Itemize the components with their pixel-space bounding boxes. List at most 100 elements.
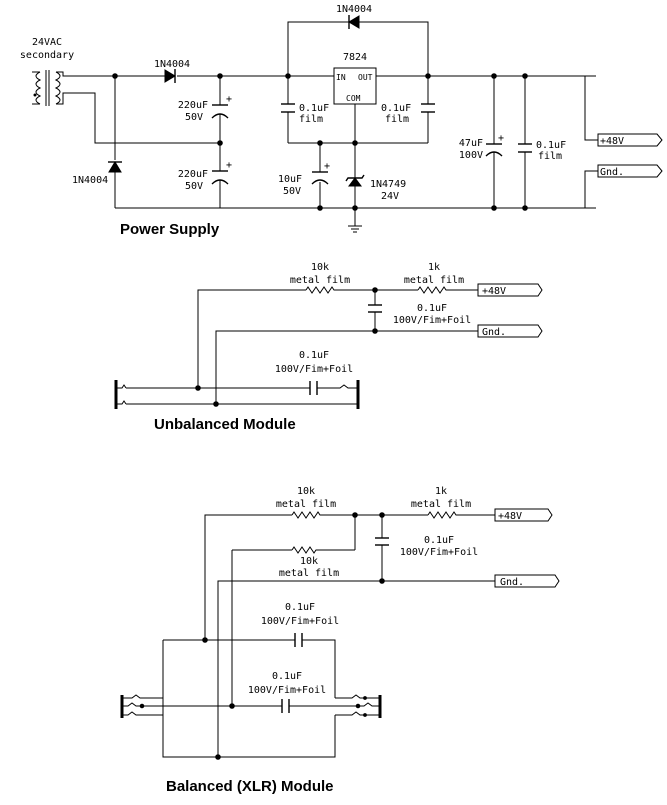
connector-plus48v-unbal bbox=[477, 283, 543, 297]
cap-01uf-reg-out-value: 0.1uF bbox=[381, 103, 411, 114]
cap-10uf-voltage: 50V bbox=[283, 186, 301, 197]
cap-top-bal-symbol bbox=[294, 633, 303, 647]
diode-bypass-label: 1N4004 bbox=[336, 4, 372, 15]
unbalanced-wiring bbox=[126, 289, 478, 405]
power-supply-junctions bbox=[112, 73, 528, 211]
cap-bottom-bal-rating: 100V/Fim+Foil bbox=[248, 685, 326, 696]
cap-01uf-reg-out-symbol bbox=[421, 103, 435, 113]
transformer-symbol bbox=[32, 70, 61, 106]
unbalanced-module-title: Unbalanced Module bbox=[154, 416, 296, 433]
cap-01uf-reg-in-type: film bbox=[299, 114, 323, 125]
cap-01uf-reg-in-value: 0.1uF bbox=[299, 103, 329, 114]
cap-47uf-voltage: 100V bbox=[459, 150, 483, 161]
cap-coupling-unbal-symbol bbox=[309, 381, 320, 395]
cap-bypass-unbal-symbol bbox=[368, 304, 382, 313]
balanced-junctions bbox=[202, 512, 385, 760]
cap-01uf-output-type: film bbox=[538, 151, 562, 162]
resistor-10k-b-bal-value: 10k bbox=[300, 556, 318, 567]
resistor-1k-bal-value: 1k bbox=[435, 486, 447, 497]
cap-01uf-reg-in-symbol bbox=[281, 103, 295, 113]
connector-gnd-supply bbox=[597, 164, 663, 178]
regulator-out-pin: OUT bbox=[358, 73, 373, 82]
ground-symbol bbox=[348, 225, 362, 233]
cap-01uf-reg-out-type: film bbox=[385, 114, 409, 125]
connector-gnd-supply-label: Gnd. bbox=[600, 167, 624, 178]
resistor-1k-unbal-value: 1k bbox=[428, 262, 440, 273]
zener-part-label: 1N4749 bbox=[370, 179, 406, 190]
connector-gnd-bal bbox=[494, 574, 560, 588]
transformer-label-1: 24VAC bbox=[32, 37, 62, 48]
regulator-name: 7824 bbox=[343, 52, 367, 63]
connector-plus48v-supply bbox=[597, 133, 663, 147]
balanced-module-section: 10k metal film 10k metal film 1k metal f… bbox=[120, 486, 560, 795]
power-supply-wiring bbox=[56, 21, 598, 226]
connector-plus48v-bal-label: +48V bbox=[498, 511, 522, 522]
connector-gnd-unbal bbox=[477, 324, 543, 338]
svg-text:+: + bbox=[498, 133, 504, 144]
cap-47uf-symbol: + bbox=[485, 133, 504, 157]
cap-10uf-value: 10uF bbox=[278, 174, 302, 185]
resistor-10k-a-bal-type: metal film bbox=[276, 499, 336, 510]
svg-text:+: + bbox=[226, 160, 232, 171]
regulator-com-pin: COM bbox=[346, 94, 361, 103]
cap-top-bal-value: 0.1uF bbox=[285, 602, 315, 613]
cap-220uf-top-value: 220uF bbox=[178, 100, 208, 111]
resistor-10k-unbal-type: metal film bbox=[290, 275, 350, 286]
connector-plus48v-unbal-label: +48V bbox=[482, 286, 506, 297]
cap-coupling-unbal-value: 0.1uF bbox=[299, 350, 329, 361]
resistor-10k-b-bal-symbol bbox=[291, 546, 318, 554]
xlr-jack-output bbox=[335, 694, 382, 718]
cap-bypass-unbal-rating: 100V/Fim+Foil bbox=[393, 315, 471, 326]
regulator-in-pin: IN bbox=[336, 73, 346, 82]
resistor-10k-b-bal-type: metal film bbox=[279, 568, 339, 579]
diode-bypass-symbol bbox=[348, 15, 360, 29]
cap-47uf-value: 47uF bbox=[459, 138, 483, 149]
cap-220uf-bottom-voltage: 50V bbox=[185, 181, 203, 192]
power-supply-section: 24VAC secondary bbox=[20, 4, 663, 238]
connector-gnd-bal-label: Gnd. bbox=[500, 577, 524, 588]
transformer-label-2: secondary bbox=[20, 50, 74, 61]
unbalanced-module-section: 10k metal film 1k metal film 0.1uF 100V/… bbox=[114, 262, 543, 433]
zener-voltage-label: 24V bbox=[381, 191, 399, 202]
resistor-10k-unbal-symbol bbox=[305, 286, 336, 294]
cap-bypass-unbal-value: 0.1uF bbox=[417, 303, 447, 314]
cap-bypass-bal-symbol bbox=[375, 537, 389, 546]
cap-220uf-top-symbol: + bbox=[211, 94, 232, 125]
resistor-1k-bal-type: metal film bbox=[411, 499, 471, 510]
cap-bottom-bal-value: 0.1uF bbox=[272, 671, 302, 682]
balanced-module-title: Balanced (XLR) Module bbox=[166, 778, 334, 795]
cap-220uf-top-voltage: 50V bbox=[185, 112, 203, 123]
connector-plus48v-bal bbox=[494, 508, 553, 522]
resistor-1k-unbal-symbol bbox=[417, 286, 448, 294]
cap-bottom-bal-symbol bbox=[281, 699, 290, 713]
diode-left-label: 1N4004 bbox=[72, 175, 108, 186]
regulator-7824-box bbox=[333, 67, 377, 105]
resistor-10k-unbal-value: 10k bbox=[311, 262, 329, 273]
cap-top-bal-rating: 100V/Fim+Foil bbox=[261, 616, 339, 627]
zener-diode-symbol bbox=[345, 174, 365, 187]
connector-plus48v-supply-label: +48V bbox=[600, 136, 624, 147]
svg-text:+: + bbox=[324, 161, 330, 172]
cap-coupling-unbal-rating: 100V/Fim+Foil bbox=[275, 364, 353, 375]
diode-input-symbol bbox=[164, 69, 176, 83]
resistor-1k-bal-symbol bbox=[427, 511, 458, 519]
unbalanced-junctions bbox=[195, 287, 378, 407]
cap-220uf-bottom-symbol: + bbox=[211, 160, 232, 185]
cap-01uf-output-value: 0.1uF bbox=[536, 140, 566, 151]
cap-220uf-bottom-value: 220uF bbox=[178, 169, 208, 180]
cap-bypass-bal-rating: 100V/Fim+Foil bbox=[400, 547, 478, 558]
xlr-jack-input bbox=[120, 694, 163, 718]
jack-input-unbal bbox=[114, 380, 127, 409]
diode-left-symbol bbox=[108, 161, 122, 173]
connector-gnd-unbal-label: Gnd. bbox=[482, 327, 506, 338]
cap-10uf-symbol: + bbox=[311, 161, 330, 185]
power-supply-title: Power Supply bbox=[120, 221, 220, 238]
svg-text:+: + bbox=[226, 94, 232, 105]
jack-output-unbal bbox=[330, 380, 360, 409]
resistor-10k-a-bal-value: 10k bbox=[297, 486, 315, 497]
resistor-10k-a-bal-symbol bbox=[291, 511, 322, 519]
resistor-1k-unbal-type: metal film bbox=[404, 275, 464, 286]
cap-bypass-bal-value: 0.1uF bbox=[424, 535, 454, 546]
diode-input-label: 1N4004 bbox=[154, 59, 190, 70]
